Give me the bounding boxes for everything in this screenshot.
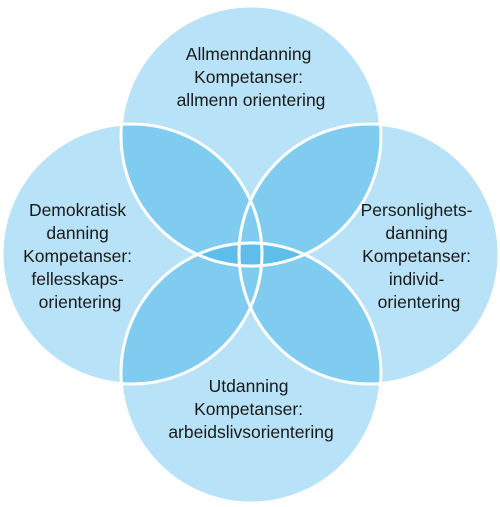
label-left-line: Demokratisk: [29, 200, 126, 220]
label-bottom-line: arbeidslivsorientering: [168, 422, 333, 442]
label-top-line: allmenn orientering: [177, 90, 326, 110]
label-right-line: orientering: [378, 292, 461, 312]
label-bottom-line: Kompetanser:: [194, 399, 303, 419]
label-left: Demokratisk danning Kompetanser: felless…: [23, 200, 137, 312]
label-top-line: Kompetanser:: [194, 67, 303, 87]
label-right-line: Personlighets-: [361, 200, 473, 220]
label-right: Personlighets- danning Kompetanser: indi…: [361, 200, 478, 312]
label-bottom: Utdanning Kompetanser: arbeidslivsorient…: [168, 376, 333, 442]
label-left-line: Kompetanser:: [23, 246, 132, 266]
label-bottom-line: Utdanning: [209, 376, 289, 396]
label-right-line: danning: [385, 223, 447, 243]
label-left-line: fellesskaps-: [31, 269, 124, 289]
outlines: [0, 4, 500, 505]
outline-right: [237, 122, 500, 386]
label-right-line: Kompetanser:: [362, 246, 471, 266]
label-top: Allmenndanning Kompetanser: allmenn orie…: [177, 44, 326, 110]
label-top-line: Allmenndanning: [186, 44, 312, 64]
label-right-line: individ-: [389, 269, 445, 289]
outline-top: [119, 4, 383, 268]
label-left-line: orientering: [39, 292, 122, 312]
outline-left: [0, 122, 264, 386]
outline-bottom: [119, 241, 383, 505]
label-left-line: danning: [46, 223, 108, 243]
